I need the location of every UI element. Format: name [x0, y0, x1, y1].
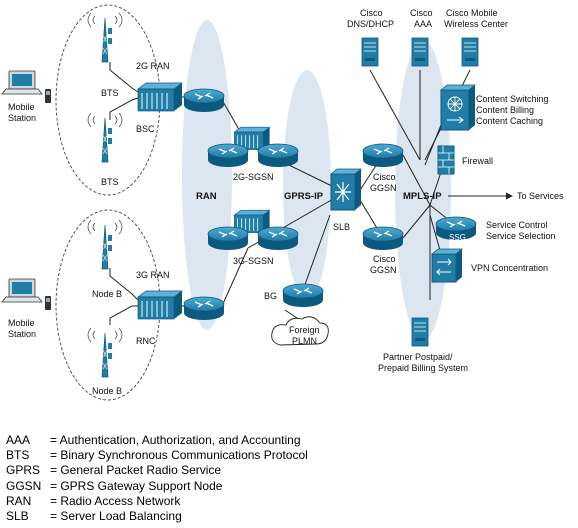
content-switch — [440, 84, 476, 131]
sgsn-2g-router-right — [257, 143, 299, 168]
bsc-switch — [137, 82, 183, 112]
slb-switch — [330, 168, 362, 211]
rnc-label: RNC — [136, 336, 156, 346]
bts-bottom-label: BTS — [101, 177, 119, 187]
node-b-tower-bottom — [87, 327, 123, 378]
legend-row: RAN = Radio Access Network — [6, 494, 308, 509]
bts-tower-bottom — [87, 112, 123, 163]
vpn-label: VPN Concentration — [471, 263, 548, 273]
legend-abbr: RAN — [6, 493, 32, 508]
legend-definition: = Radio Access Network — [50, 493, 181, 508]
legend-abbr: BTS — [6, 448, 30, 463]
ran-router-bottom — [183, 296, 225, 321]
aaa-server — [411, 37, 429, 67]
wireless-center-server — [461, 37, 479, 67]
legend-abbr: SLB — [6, 509, 29, 524]
mobile-phone-1 — [45, 89, 51, 103]
legend-definition: = Binary Synchronous Communications Prot… — [50, 448, 308, 463]
ggsn-router-top — [362, 143, 404, 168]
vpn-concentrator — [431, 248, 463, 283]
bg-label: BG — [264, 291, 277, 301]
legend-definition: = GPRS Gateway Support Node — [50, 478, 223, 493]
gprs-ip-label: GPRS-IP — [284, 191, 324, 202]
foreign-plmn-cloud — [271, 316, 329, 346]
legend-row: AAA = Authentication, Authorization, and … — [6, 433, 308, 448]
ran-3g-label: 3G RAN — [136, 270, 170, 280]
node-b-tower-top — [87, 219, 123, 270]
mobile-laptop-2 — [1, 278, 43, 303]
legend-row: GGSN = GPRS Gateway Support Node — [6, 479, 308, 494]
rnc-switch — [137, 290, 183, 320]
mpls-ip-label: MPLS-IP — [403, 191, 442, 202]
legend-definition: = General Packet Radio Service — [50, 463, 222, 478]
firewall-icon — [437, 145, 455, 175]
bts-top-label: BTS — [101, 88, 119, 98]
firewall-label: Firewall — [462, 156, 493, 166]
sgsn-3g-router-left — [207, 226, 249, 251]
ssg-label: SSG — [449, 233, 466, 242]
sgsn-2g-router-left — [207, 143, 249, 168]
legend-definition: = Server Load Balancing — [50, 509, 182, 524]
legend-row: GPRS = General Packet Radio Service — [6, 463, 308, 478]
bts-tower-top — [87, 12, 123, 63]
legend-abbr: GPRS — [6, 463, 41, 478]
mobile-laptop-1 — [1, 70, 43, 95]
legend-row: BTS = Binary Synchronous Communications P… — [6, 448, 308, 463]
legend-definition: = Authentication, Authorization, and Acc… — [50, 433, 301, 447]
sgsn-3g-label: 3G-SGSN — [233, 256, 274, 266]
ran-cloud — [182, 20, 232, 330]
slb-label: SLB — [333, 222, 350, 232]
sgsn-2g-label: 2G-SGSN — [233, 172, 274, 182]
bsc-label: BSC — [136, 124, 155, 134]
billing-label: Partner Postpaid/Prepaid Billing System — [378, 352, 468, 373]
node-b-top-label: Node B — [92, 289, 122, 299]
ran-router-top — [183, 88, 225, 113]
mpls-ip-cloud — [395, 40, 451, 340]
legend: AAA = Authentication, Authorization, and … — [6, 433, 308, 524]
to-services-label: To Services — [517, 191, 564, 201]
legend-abbr: AAA — [6, 433, 31, 447]
ggsn-router-bottom — [362, 226, 404, 251]
sgsn-3g-router-right — [257, 226, 299, 251]
mobile-phone-2 — [45, 296, 51, 310]
ran-label: RAN — [196, 191, 217, 202]
node-b-bottom-label: Node B — [92, 386, 122, 396]
billing-server — [411, 317, 429, 347]
bg-router — [282, 283, 324, 308]
dns-dhcp-server — [361, 37, 379, 67]
gprs-ip-cloud — [283, 70, 331, 300]
ran-2g-label: 2G RAN — [136, 61, 170, 71]
legend-row: SLB = Server Load Balancing — [6, 509, 308, 524]
legend-abbr: GGSN — [6, 478, 42, 493]
